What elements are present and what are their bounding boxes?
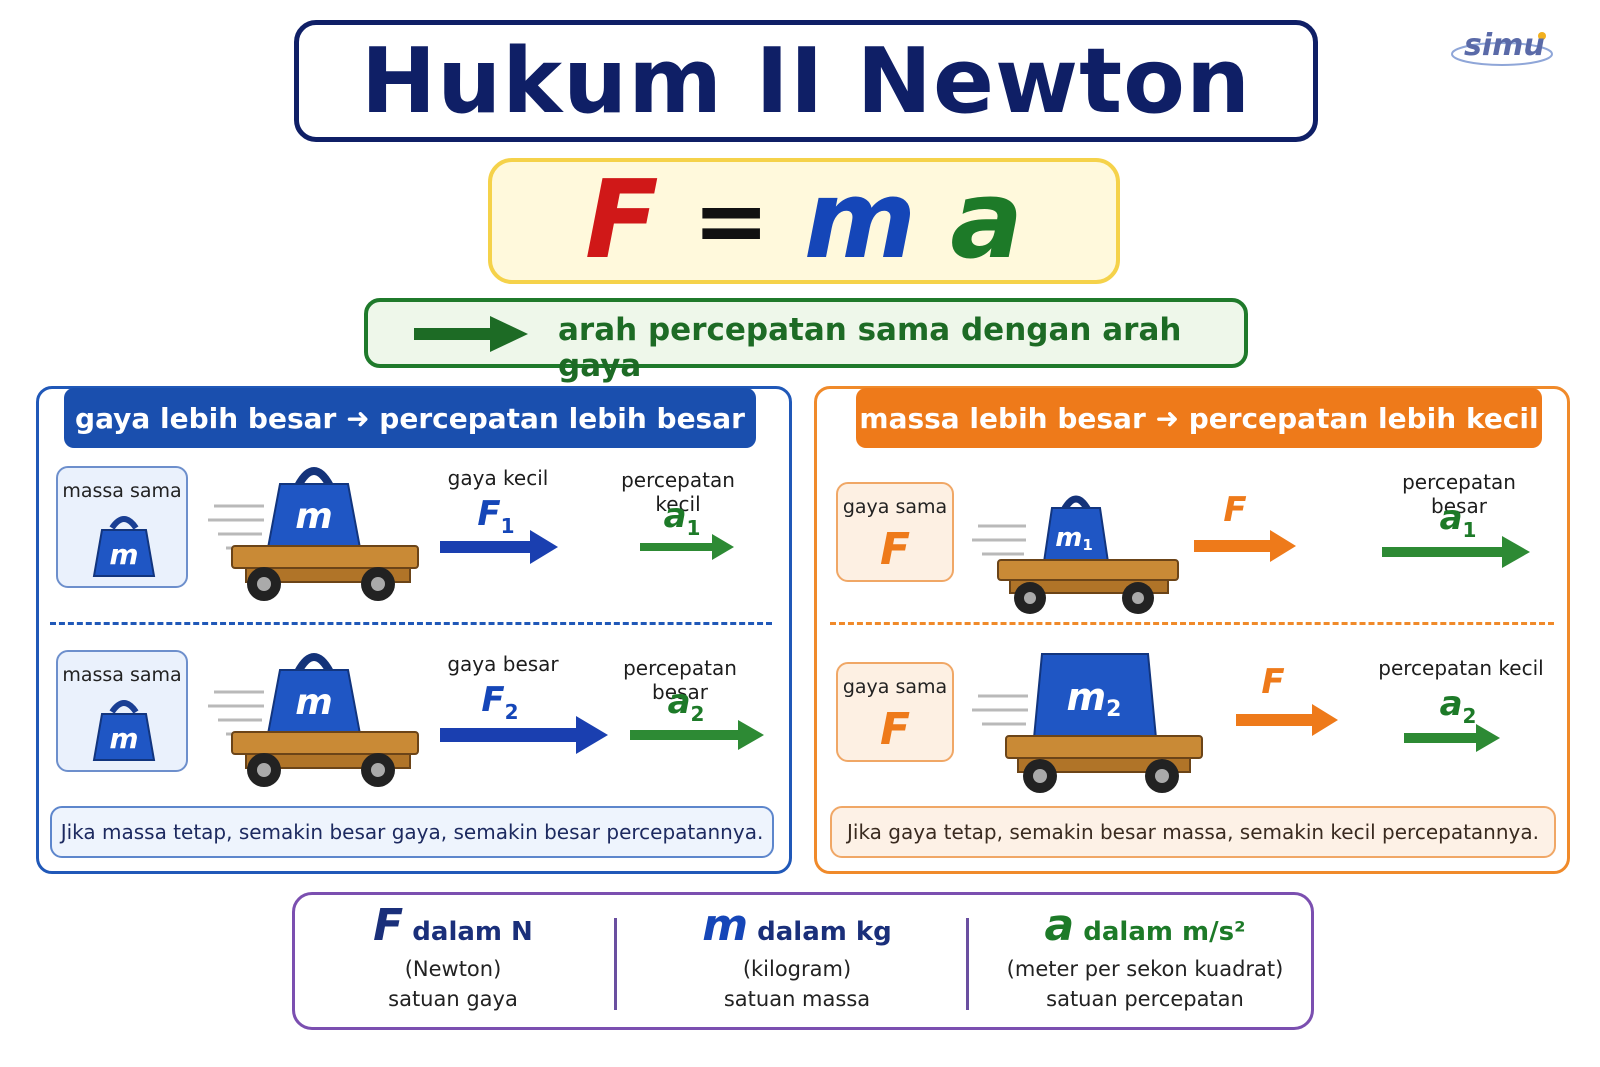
acceleration-2-symbol: a2 [667,682,705,726]
panel-left-header: gaya lebih besar ➜ percepatan lebih besa… [64,388,756,448]
cart-mass-symbol: m [295,682,333,723]
panel-right-header: massa lebih besar ➜ percepatan lebih kec… [856,388,1542,448]
right-panel-caption: Jika gaya tetap, semakin besar massa, se… [830,806,1556,858]
unit-force-desc: satuan gaya [388,987,518,1011]
units-box [292,892,1314,1030]
weight-symbol: m [109,722,138,755]
formula-acceleration: a [950,158,1024,283]
large-acceleration-label: percepatan besar [623,656,737,704]
logo-text: simu [1464,28,1545,63]
same-force-box: gaya sama F [836,482,954,582]
formula-mass: m [803,158,917,283]
same-mass-label: massa sama [62,664,182,686]
acceleration-2-arrow [1404,724,1500,752]
direction-arrow-icon [414,316,528,352]
formula-box: F = m a [488,158,1120,284]
unit-mass-desc: satuan massa [723,987,871,1011]
small-acceleration-label: percepatan kecil [621,468,735,516]
acceleration-2-symbol: a2 [1439,684,1477,728]
left-panel-caption: Jika massa tetap, semakin besar gaya, se… [50,806,774,858]
weight-symbol: m [109,538,138,571]
unit-acceleration-symbol: a [1044,900,1075,951]
unit-mass: m dalam kg (kilogram) satuan massa [632,900,962,1011]
force-1-arrow [440,530,558,564]
same-force-symbol: F [879,524,911,575]
force-symbol-bottom: F [1261,662,1285,702]
cart-mass-2-symbol: m2 [1067,675,1122,722]
same-force-label: gaya sama [842,676,948,698]
large-acceleration-label: percepatan besar [1402,470,1516,518]
cart-with-weight: m [208,467,419,601]
unit-acceleration-name: (meter per sekon kuadrat) [1006,957,1284,981]
title-box: Hukum II Newton [294,20,1318,142]
large-force-label: gaya besar [447,652,559,676]
same-force-symbol: F [879,704,911,755]
cart-mass-symbol: m [295,496,333,537]
direction-text: arah percepatan sama dengan arah gaya [558,312,1182,384]
cart-with-small-mass: m1 [972,495,1179,614]
logo-swoosh-icon [1451,32,1553,66]
simu-logo: simu [1450,24,1560,74]
cart-with-weight: m [208,653,419,787]
acceleration-1-symbol: a1 [1439,498,1477,542]
formula-force: F [584,158,659,283]
force-symbol-top: F [1223,490,1247,530]
unit-force-symbol: F [373,900,404,951]
acceleration-2-arrow [630,720,764,750]
force-arrow-top [1194,530,1296,562]
same-force-label: gaya sama [842,496,948,518]
force-2-arrow [440,716,608,754]
direction-banner: arah percepatan sama dengan arah gaya [364,298,1248,384]
unit-acceleration-text: dalam m/s² [1083,917,1246,947]
same-mass-box: massa sama m [56,650,188,772]
acceleration-1-arrow [640,534,734,560]
panel-mass-comparison [814,386,1570,874]
unit-mass-name: (kilogram) [742,957,852,981]
unit-force: F dalam N (Newton) satuan gaya [288,900,618,1011]
small-force-label: gaya kecil [447,466,549,490]
force-arrow-bottom [1236,704,1338,736]
unit-separator [966,918,969,1010]
cart-mass-1-symbol: m1 [1055,523,1093,554]
same-mass-label: massa sama [62,480,182,502]
page-title: Hukum II Newton [360,28,1252,134]
unit-mass-text: dalam kg [757,917,892,947]
formula-equals: = [692,167,770,274]
unit-acceleration-desc: satuan percepatan [1046,987,1244,1011]
force-1-symbol: F1 [477,494,515,538]
force-2-symbol: F2 [481,680,519,724]
unit-force-name: (Newton) [404,957,502,981]
weight-icon: m [92,700,156,761]
unit-force-text: dalam N [412,917,533,947]
same-force-box: gaya sama F [836,662,954,762]
cart-with-large-mass: m2 [972,653,1203,793]
unit-separator [614,918,617,1010]
unit-mass-symbol: m [702,900,749,951]
weight-icon: m [92,516,156,577]
small-acceleration-label: percepatan kecil [1378,656,1544,680]
unit-acceleration: a dalam m/s² (meter per sekon kuadrat) s… [990,900,1300,1011]
same-mass-box: massa sama m [56,466,188,588]
right-divider [830,622,1554,625]
acceleration-1-symbol: a1 [663,496,701,540]
left-divider [50,622,772,625]
acceleration-1-arrow [1382,536,1530,568]
